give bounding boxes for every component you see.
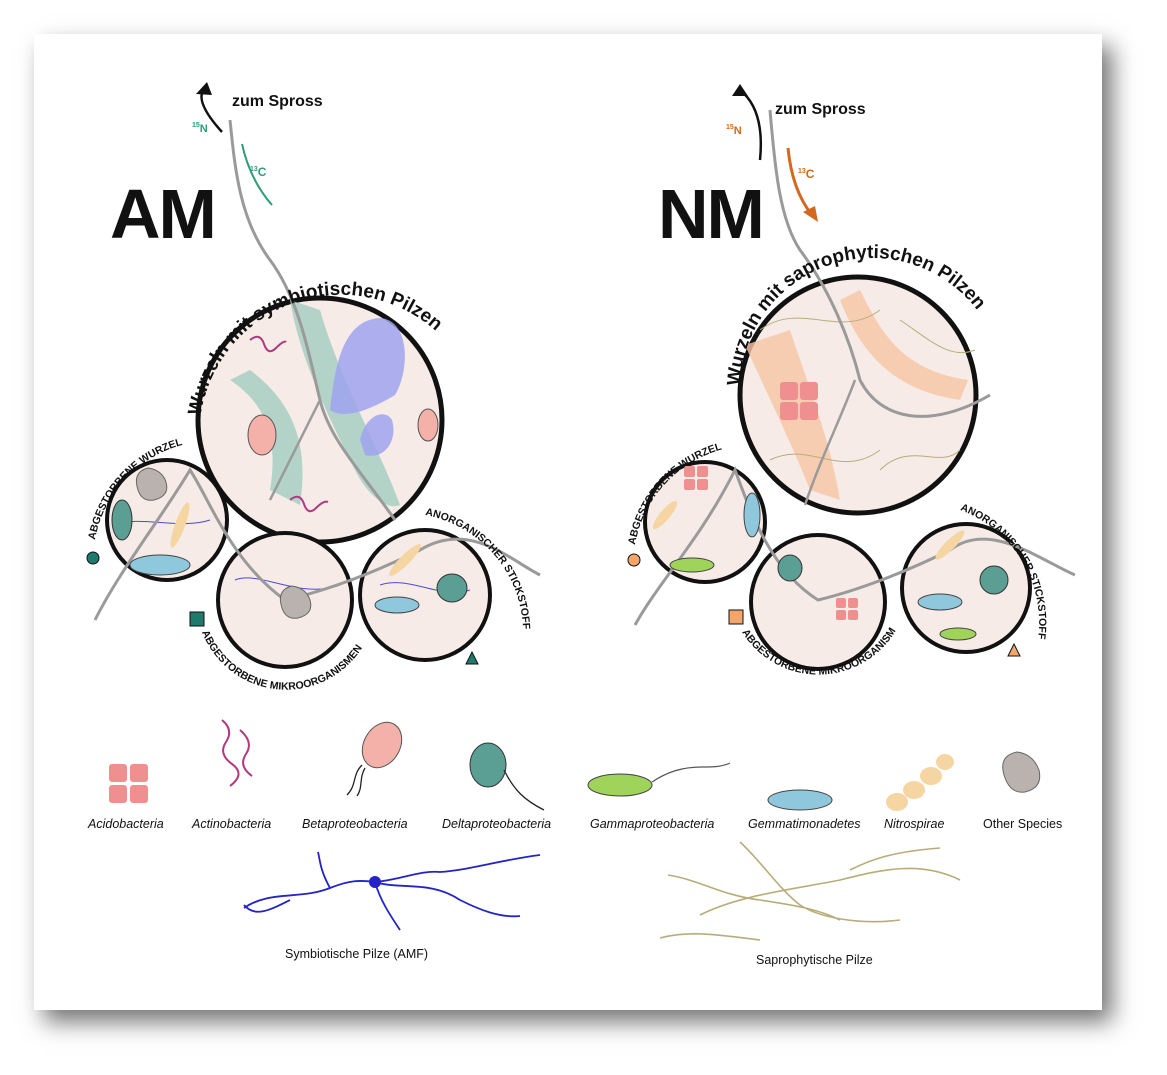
am-amf-cluster-2	[360, 414, 394, 456]
am-betaproteobacterium	[247, 414, 277, 456]
nm-gamma-2	[939, 627, 977, 641]
nm-shoot-arrow	[739, 89, 762, 161]
am-deltaproteobacterium	[111, 499, 133, 541]
legend-actinobacteria: Actinobacteria	[191, 817, 271, 831]
nm-dead-microbes-circle	[749, 533, 887, 671]
am-nitrospirae	[170, 502, 190, 548]
am-tag: AM	[110, 175, 215, 253]
nm-orange-zone-2	[840, 290, 968, 400]
am-root-2	[268, 399, 322, 501]
nitrospirae-icon	[886, 754, 954, 811]
acidobacteria-icon	[109, 764, 148, 803]
deltaproteobacteria-icon	[469, 742, 545, 811]
legend-gammaproteobacteria: Gammaproteobacteria	[590, 817, 714, 831]
nm-gamma	[669, 557, 715, 573]
nm-acidobacteria-2	[684, 466, 708, 490]
am-arrowhead	[196, 82, 212, 95]
nm-delta	[777, 554, 803, 582]
am-root	[228, 119, 397, 521]
gemmatimonadetes-icon	[767, 789, 833, 811]
am-other-species	[135, 467, 168, 501]
nm-isotope-n: 15N	[726, 124, 742, 137]
other-species-icon	[1002, 751, 1041, 793]
nm-circle-marker	[627, 553, 641, 567]
nm-gemma-2	[917, 593, 963, 611]
am-carbon-arrow	[241, 143, 273, 206]
nm-sapro-hyphae	[759, 309, 976, 471]
legend-nitrospirae: Nitrospirae	[884, 817, 944, 831]
am-triangle-marker	[465, 650, 479, 665]
nm-delta-2	[979, 565, 1009, 595]
legend-symbiotic-fungi: Symbiotische Pilze (AMF)	[285, 947, 428, 961]
nm-nitrospirae	[652, 500, 678, 530]
nm-inorganic-n-circle	[900, 522, 1032, 654]
am-isotope-n: 15N	[192, 122, 208, 135]
am-deltaproteobacterium-2	[436, 573, 468, 603]
legend-gemmatimonadetes: Gemmatimonadetes	[748, 817, 861, 831]
am-actinobacteria-2	[289, 495, 329, 513]
nm-acidobacteria-3	[836, 598, 858, 620]
nm-nitrospirae-2	[935, 530, 965, 560]
am-actinobacteria	[249, 335, 287, 353]
symbiotic-fungi-icon	[243, 851, 541, 931]
nm-root	[768, 109, 991, 418]
saprophytic-fungi-icon	[659, 841, 961, 941]
am-other-species-2	[279, 585, 312, 619]
legend-betaproteobacteria: Betaproteobacteria	[302, 817, 408, 831]
am-panel: zum Spross 15N 13C AM Wurzeln mit symbio…	[0, 0, 541, 693]
nm-triangle-marker	[1007, 642, 1021, 657]
legend-saprophytic-fungi: Saprophytische Pilze	[756, 953, 873, 967]
am-betaproteobacterium-2	[417, 408, 439, 442]
nm-tag: NM	[658, 175, 763, 253]
am-gemmatimonadetes	[129, 554, 191, 576]
am-isotope-c: 13C	[250, 165, 267, 179]
am-amf-cluster	[330, 318, 405, 415]
am-gemmatimonadetes-2	[374, 596, 420, 614]
am-square-marker	[189, 611, 205, 627]
nm-root-2	[803, 379, 857, 506]
nm-carbon-arrowhead	[803, 206, 818, 222]
am-arrow-label: zum Spross	[232, 93, 323, 110]
legend: Acidobacteria Actinobacteria Betaproteob…	[87, 719, 1062, 967]
legend-deltaproteobacteria: Deltaproteobacteria	[442, 817, 551, 831]
nm-acidobacteria	[780, 382, 818, 420]
legend-acidobacteria: Acidobacteria	[87, 817, 164, 831]
nm-square-marker	[728, 609, 744, 625]
betaproteobacteria-icon	[346, 721, 403, 797]
am-nitrospirae-2	[389, 544, 421, 576]
am-circle-marker	[86, 551, 100, 565]
legend-other-species: Other Species	[983, 817, 1062, 831]
nm-arrow-label: zum Spross	[775, 101, 866, 118]
am-inorganic-n-circle	[358, 528, 492, 662]
gammaproteobacteria-icon	[587, 762, 731, 797]
nm-arrowhead	[732, 84, 748, 96]
nm-small-roots	[633, 466, 1076, 626]
nm-gemma	[743, 492, 761, 538]
actinobacteria-icon	[221, 719, 253, 787]
nm-isotope-c: 13C	[798, 167, 815, 181]
nm-carbon-arrow	[786, 147, 814, 216]
